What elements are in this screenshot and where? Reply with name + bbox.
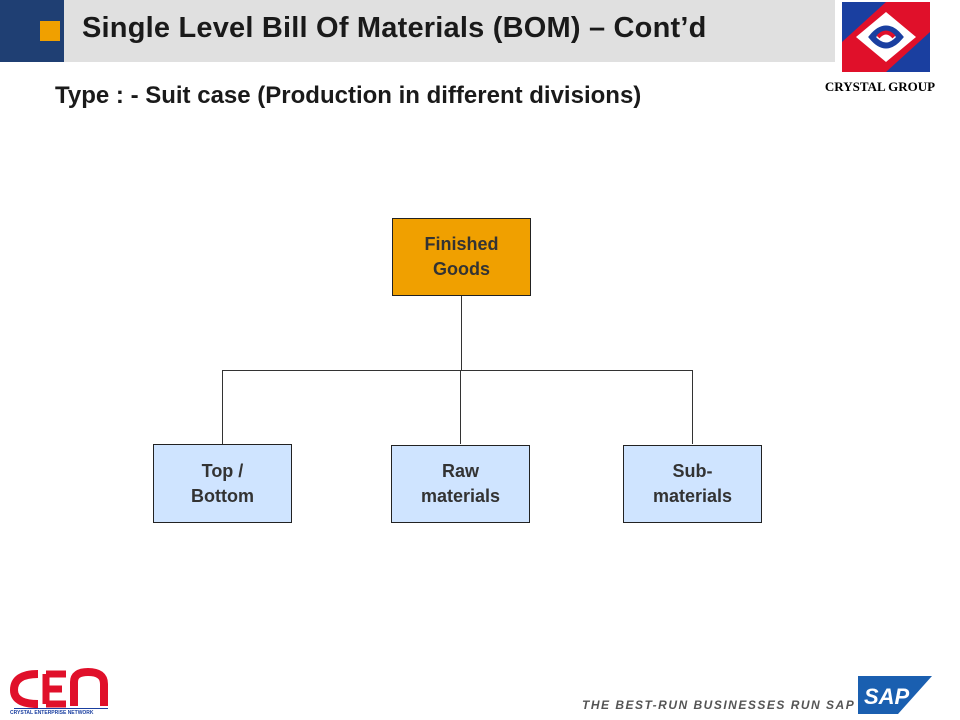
slide-title: Single Level Bill Of Materials (BOM) – C… <box>82 12 707 44</box>
node-raw-materials: Raw materials <box>391 445 530 523</box>
cen-logo-icon <box>9 668 108 709</box>
sap-logo-icon: SAP <box>858 676 932 714</box>
crystal-group-logo-icon <box>842 2 930 72</box>
connector-right-vertical <box>692 370 693 444</box>
slide-subtitle: Type : - Suit case (Production in differ… <box>55 82 642 109</box>
node-sub-materials: Sub- materials <box>623 445 762 523</box>
company-name: CRYSTAL GROUP <box>824 79 936 94</box>
connector-middle-vertical <box>460 370 461 444</box>
node-finished-goods: Finished Goods <box>392 218 531 296</box>
sap-tagline: THE BEST-RUN BUSINESSES RUN SAP <box>582 698 856 712</box>
connector-root-vertical <box>461 295 462 370</box>
sap-logo-text: SAP <box>864 684 910 709</box>
connector-left-vertical <box>222 370 223 444</box>
connector-horizontal <box>222 370 693 371</box>
cen-logo-subtext: CRYSTAL ENTERPRISE NETWORK <box>10 710 94 716</box>
header-band <box>0 0 960 62</box>
node-top-bottom: Top / Bottom <box>153 444 292 523</box>
header-orange-square <box>40 21 60 41</box>
